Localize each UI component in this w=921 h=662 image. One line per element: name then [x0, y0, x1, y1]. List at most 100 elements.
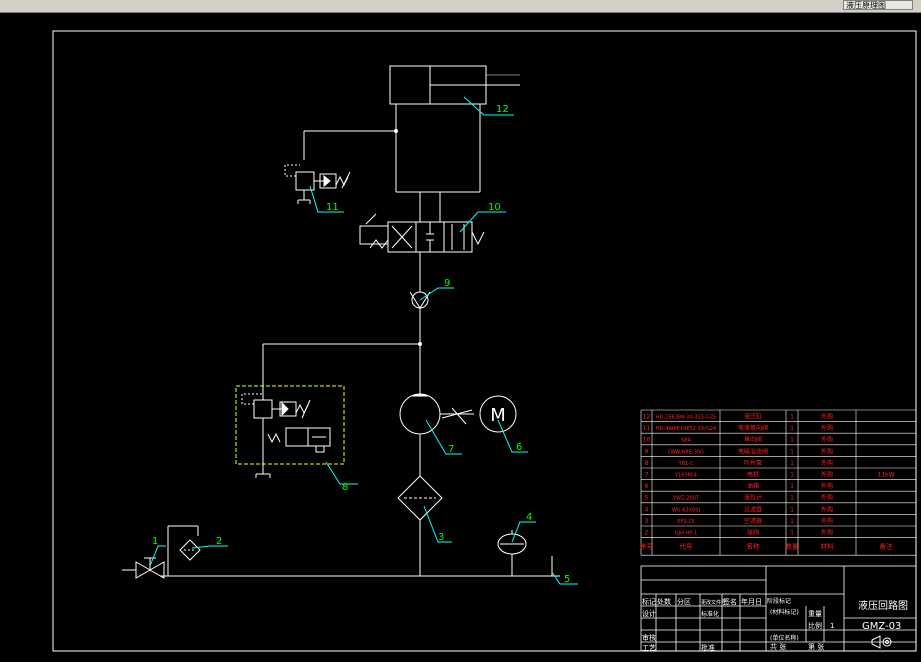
bom-cell-no: 8 — [645, 460, 649, 467]
bom-cell-material: 外购 — [821, 459, 833, 467]
electric-motor-6[interactable]: M — [479, 395, 517, 433]
bom-cell-no: 6 — [645, 483, 649, 490]
bom-header-no: 序号 — [640, 542, 654, 551]
bom-cell-material: 外购 — [821, 436, 833, 444]
app-toolbar: 液压原理图 — [0, 0, 921, 13]
hydraulic-pump-7[interactable] — [399, 393, 474, 435]
bom-cell-material: 外购 — [821, 471, 833, 479]
drawing-number: GMZ-03 — [862, 621, 901, 632]
relief-valve-module-8[interactable] — [235, 385, 345, 478]
bom-cell-code: YWZ-200T — [672, 496, 700, 502]
bom-cell-code: WU-63X80J — [672, 507, 700, 513]
bom-cell-name: 球阀 — [747, 529, 759, 537]
motor-label: M — [490, 405, 506, 426]
org-mark: (单位名称) — [770, 634, 799, 642]
bom-cell-material: 外购 — [821, 447, 833, 455]
bom-cell-code: EF3-25 — [677, 519, 694, 525]
drawing-title: 液压回路图 — [858, 599, 908, 612]
hydraulic-schematic: M — [122, 65, 560, 579]
bom-cell-qty: 1 — [790, 460, 794, 467]
suction-filter-2[interactable] — [179, 539, 201, 561]
bom-cell-code: YB1-C — [678, 461, 694, 467]
bom-cell-name: 液位计 — [744, 494, 762, 502]
bom-cell-no: 4 — [645, 506, 649, 513]
bom-cell-name: 电机 — [747, 471, 759, 479]
directional-valve-10[interactable] — [359, 213, 485, 253]
bom-cell-qty: 1 — [790, 472, 794, 479]
sheet-total: 共 张 — [770, 642, 786, 651]
bom-cell-qty: 1 — [790, 530, 794, 537]
bom-header-qty: 数量 — [786, 542, 800, 551]
leader-lines — [149, 96, 578, 585]
bom-cell-material: 外购 — [821, 482, 833, 490]
callout-5: 5 — [564, 574, 570, 585]
bom-cell-qty: 1 — [790, 437, 794, 444]
bom-cell-material: 外购 — [821, 517, 833, 525]
label-scale: 比例 — [808, 621, 822, 630]
label-check: 审核 — [642, 633, 656, 642]
bom-cell-qty: 1 — [790, 483, 794, 490]
bom-cell-code: QJH-HP-1 — [675, 531, 698, 537]
bom-cell-name: 单向阀 — [744, 436, 762, 444]
bom-cell-code: S8A — [681, 438, 691, 444]
callout-1: 1 — [152, 536, 158, 547]
pressure-relief-valve-11[interactable] — [284, 164, 351, 204]
callout-11: 11 — [326, 202, 339, 213]
bom-cell-material: 外购 — [821, 413, 833, 421]
accumulator-4[interactable] — [497, 530, 527, 576]
bom-cell-code: Y160M-4 — [674, 473, 697, 479]
bom-cell-material: 外购 — [821, 424, 833, 432]
drawing-frame — [52, 30, 917, 652]
bom-cell-name: 叶片泵 — [744, 459, 762, 467]
callout-3: 3 — [438, 532, 444, 543]
bom-cell-code: DBW/H8E-30G — [668, 449, 704, 455]
label-stage: 阶段标记 — [767, 597, 791, 605]
projection-symbol — [871, 635, 892, 649]
label-design: 设计 — [642, 609, 656, 618]
material-mark: (材料标记) — [770, 608, 799, 616]
bom-cell-no: 9 — [645, 448, 649, 455]
bom-cell-no: 5 — [645, 495, 649, 502]
label-doc: 更改文件号 — [701, 599, 726, 606]
label-mark: 标记 — [642, 597, 656, 606]
label-count: 处数 — [657, 597, 671, 606]
label-weight: 重量 — [808, 610, 822, 618]
callout-10: 10 — [488, 202, 501, 213]
bom-cell-qty: 1 — [790, 414, 794, 421]
hydraulic-cylinder[interactable] — [389, 65, 520, 105]
bom-header-note: 备注 — [880, 542, 894, 551]
bom-header-name: 名称 — [747, 542, 761, 551]
callout-12: 12 — [496, 104, 509, 115]
bom-cell-no: 3 — [645, 518, 649, 525]
bom-header-material: 材料 — [821, 542, 835, 551]
ball-valve-1[interactable] — [122, 557, 165, 579]
label-std: 标准化 — [701, 610, 719, 618]
bom-cell-no: 7 — [645, 472, 649, 479]
bom-cell-code: HD-4WRE16E52-3X/G24 — [656, 426, 716, 432]
return-filter-3[interactable] — [397, 475, 443, 521]
bom-cell-name: 液压缸 — [744, 413, 762, 421]
bom-cell-qty: 1 — [790, 448, 794, 455]
bom-cell-name: 过滤器 — [744, 505, 762, 513]
bom-cell-name: 电液换向阀 — [738, 424, 768, 432]
callout-2: 2 — [216, 536, 222, 547]
bom-cell-no: 12 — [643, 414, 651, 421]
window-title-fragment[interactable]: 液压原理图 — [843, 0, 913, 10]
callout-6: 6 — [516, 442, 522, 453]
label-sign: 签名 — [723, 597, 737, 606]
label-zone: 分区 — [677, 597, 691, 606]
bom-cell-name: 空滤器 — [744, 517, 762, 525]
title-block-text: 液压回路图 GMZ-03 标记 处数 分区 更改文件号 签名 年月日 设计 标准… — [642, 597, 908, 652]
title-block — [640, 565, 917, 652]
bom-cell-qty: 1 — [790, 495, 794, 502]
callout-9: 9 — [444, 278, 450, 289]
bom-cell-no: 10 — [643, 437, 651, 444]
bom-cell-note: 11kW — [877, 472, 894, 479]
bom-cell-qty: 1 — [790, 518, 794, 525]
callout-8: 8 — [342, 482, 348, 493]
bom-cell-material: 外购 — [821, 494, 833, 502]
label-approve: 批准 — [701, 643, 715, 652]
bom-cell-no: 2 — [645, 530, 649, 537]
